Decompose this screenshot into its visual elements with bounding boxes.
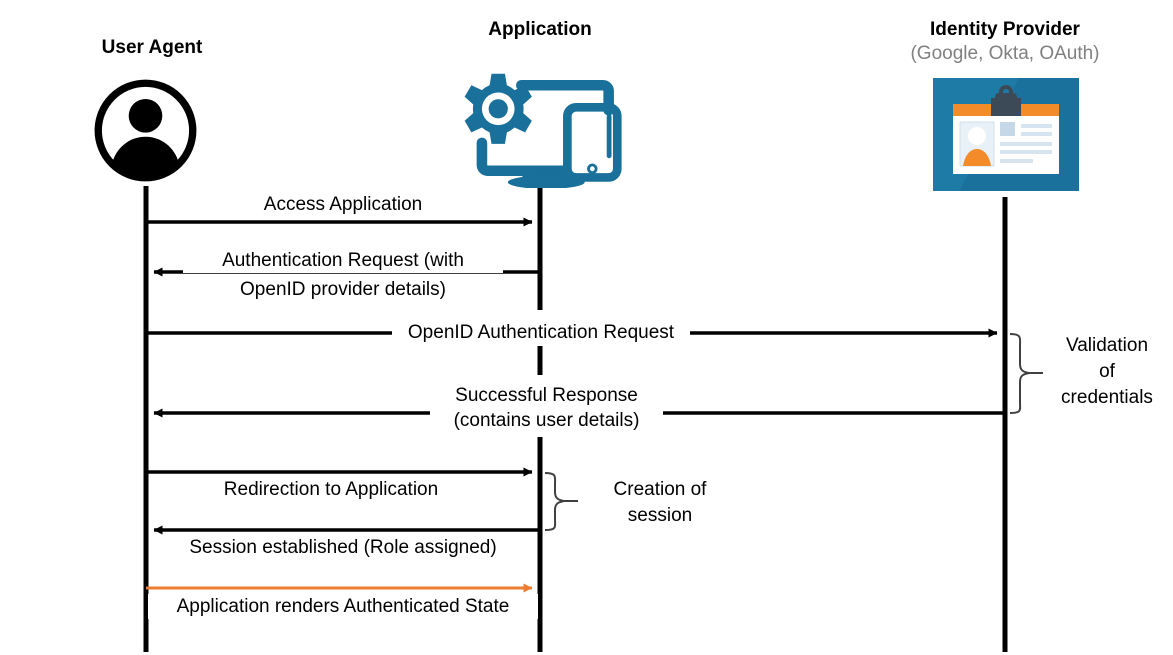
actor-title-application: Application (488, 19, 592, 40)
actor-title-identity-provider: Identity Provider (930, 19, 1080, 40)
user-avatar-icon (93, 78, 198, 183)
note-validation-line-1: Validation (1065, 335, 1149, 356)
message-label-authentication-request-line1: Authentication Request (with (183, 248, 503, 273)
message-label-renders-authenticated-state: Application renders Authenticated State (148, 594, 538, 619)
message-label-redirection-to-application: Redirection to Application (176, 477, 486, 502)
message-label-authentication-request-line2: OpenID provider details) (183, 277, 503, 302)
brace-creation-of-session (544, 472, 565, 531)
message-label-successful-response-line2: (contains user details) (430, 408, 663, 433)
actor-title-user-agent: User Agent (101, 37, 203, 58)
note-validation-of-credentials: Validation of credentials (1046, 333, 1168, 411)
message-label-access-application: Access Application (203, 192, 483, 217)
note-validation-line-3: credentials (1061, 387, 1153, 408)
brace-validation-of-credentials (1009, 333, 1030, 414)
note-validation-line-2: of (1099, 361, 1115, 382)
gear-monitor-phone-icon (450, 68, 630, 189)
id-badge-icon (933, 78, 1079, 191)
message-label-successful-response-line1: Successful Response (430, 383, 663, 408)
note-session-line-2: session (627, 505, 693, 526)
note-session-line-1: Creation of (613, 479, 707, 500)
message-label-session-established: Session established (Role assigned) (153, 535, 533, 560)
note-creation-of-session: Creation of session (580, 477, 740, 529)
actor-subtitle-identity-provider: (Google, Okta, OAuth) (910, 43, 1100, 64)
message-label-openid-authentication-request: OpenID Authentication Request (392, 320, 690, 345)
